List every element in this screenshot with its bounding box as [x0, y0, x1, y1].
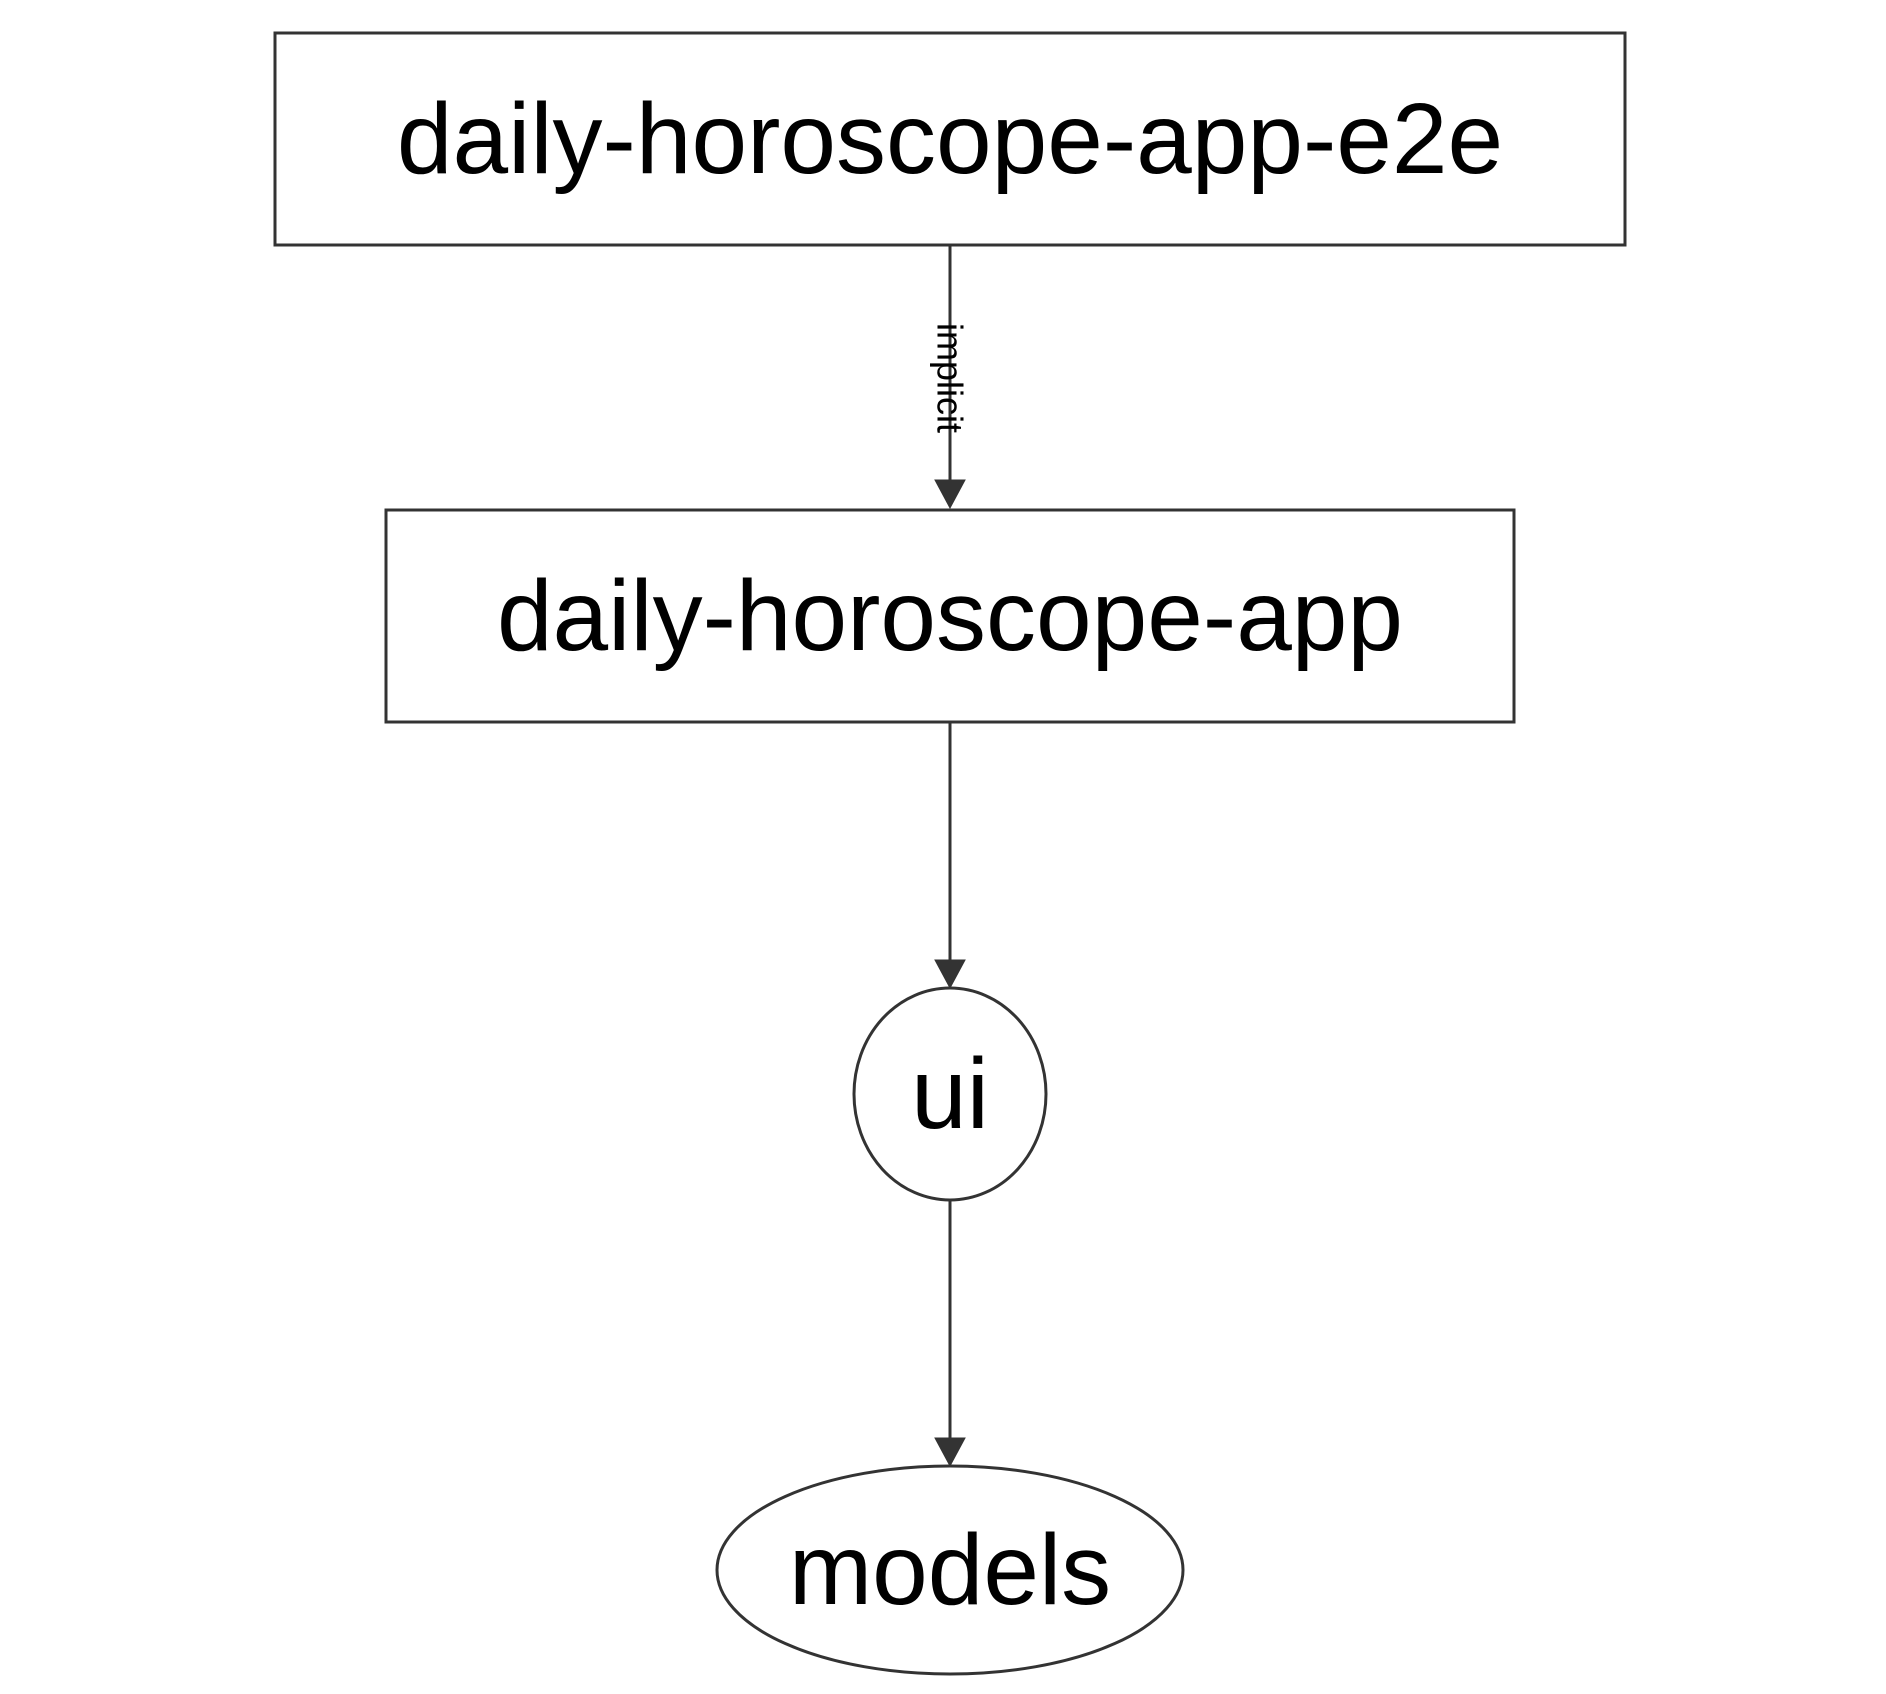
node-label-models: models [789, 1514, 1111, 1626]
arrowhead-icon [934, 959, 966, 990]
edge-label-implicit: implicit [930, 323, 971, 433]
arrowhead-icon [934, 479, 966, 510]
node-models[interactable]: models [715, 1464, 1185, 1676]
arrowhead-icon [934, 1437, 966, 1468]
edge-e2e-to-app: implicit [930, 245, 971, 510]
node-ui[interactable]: ui [852, 986, 1048, 1202]
node-label-ui: ui [911, 1038, 989, 1150]
node-label-e2e: daily-horoscope-app-e2e [397, 83, 1503, 195]
node-ellipse-models [715, 1464, 1185, 1676]
node-ellipse-ui [852, 986, 1048, 1202]
edge-app-to-ui [934, 722, 966, 990]
edge-ui-to-models [934, 1200, 966, 1468]
node-box-app [384, 508, 1516, 724]
node-box-e2e [273, 31, 1627, 247]
node-daily-horoscope-app[interactable]: daily-horoscope-app [384, 508, 1516, 724]
node-label-app: daily-horoscope-app [497, 560, 1403, 672]
node-daily-horoscope-app-e2e[interactable]: daily-horoscope-app-e2e [273, 31, 1627, 247]
